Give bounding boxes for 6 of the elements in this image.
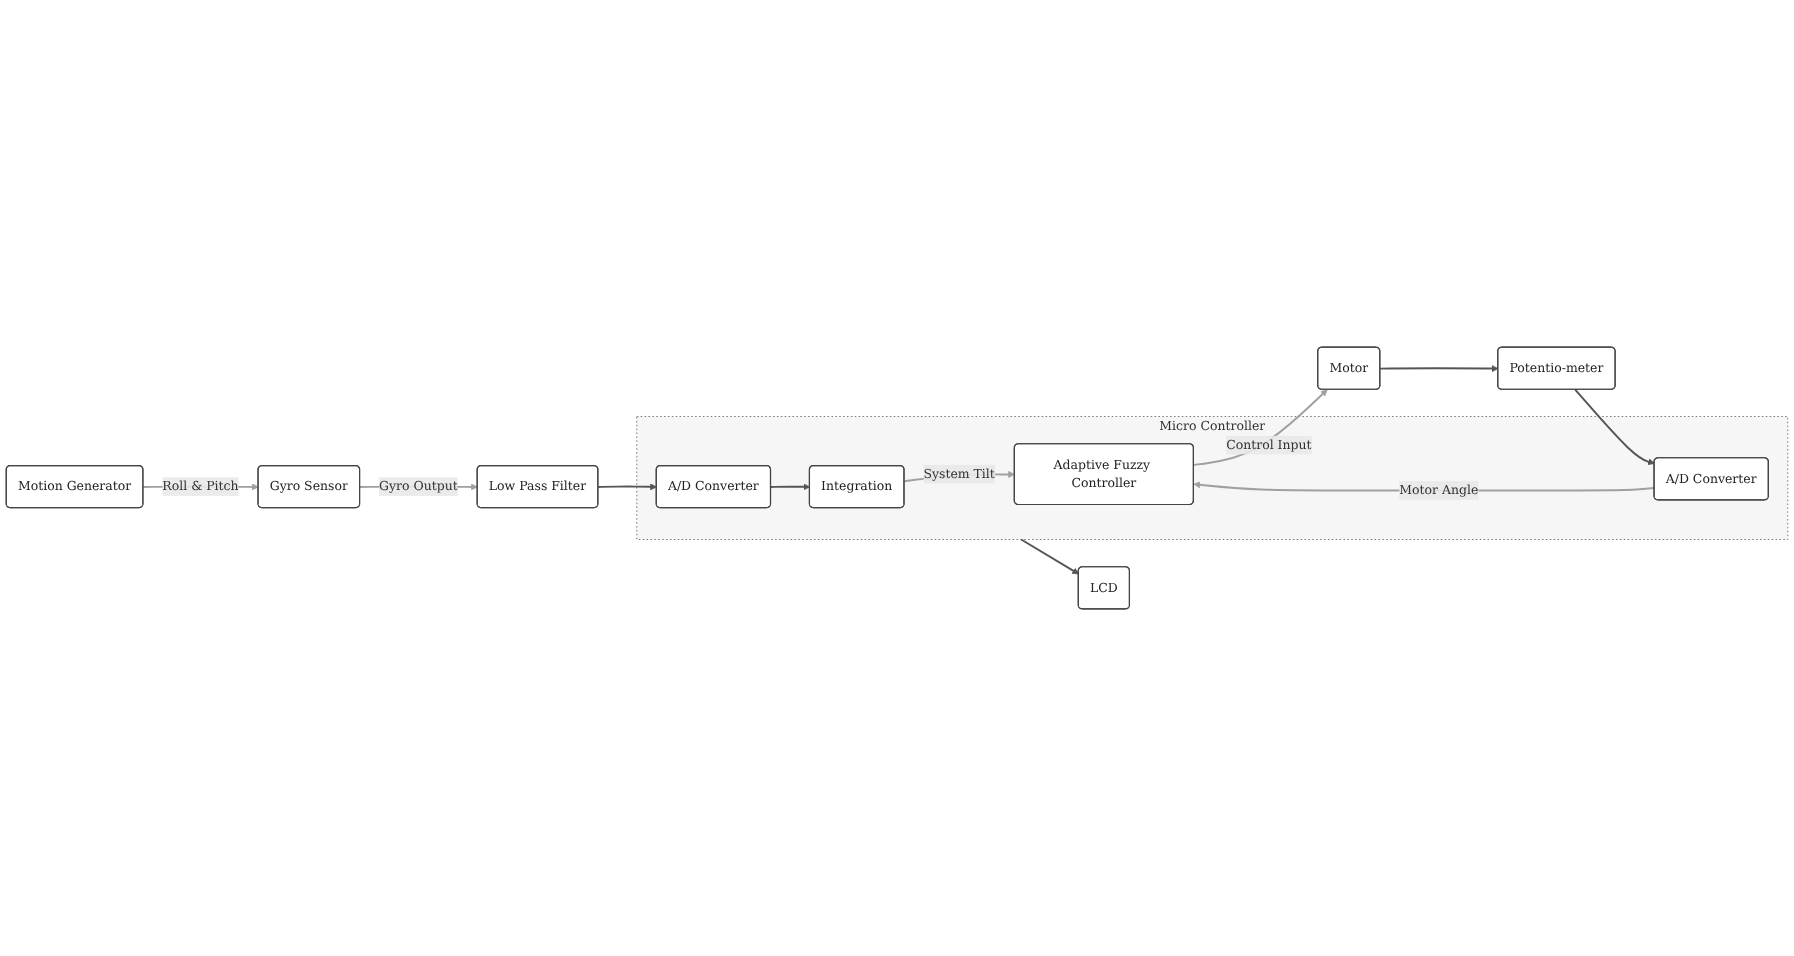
arrow [1379,365,1499,372]
arrow [597,483,657,491]
arrow [1020,538,1079,575]
arrow [1574,388,1655,466]
arrow [769,483,811,491]
arrow [1192,389,1328,466]
